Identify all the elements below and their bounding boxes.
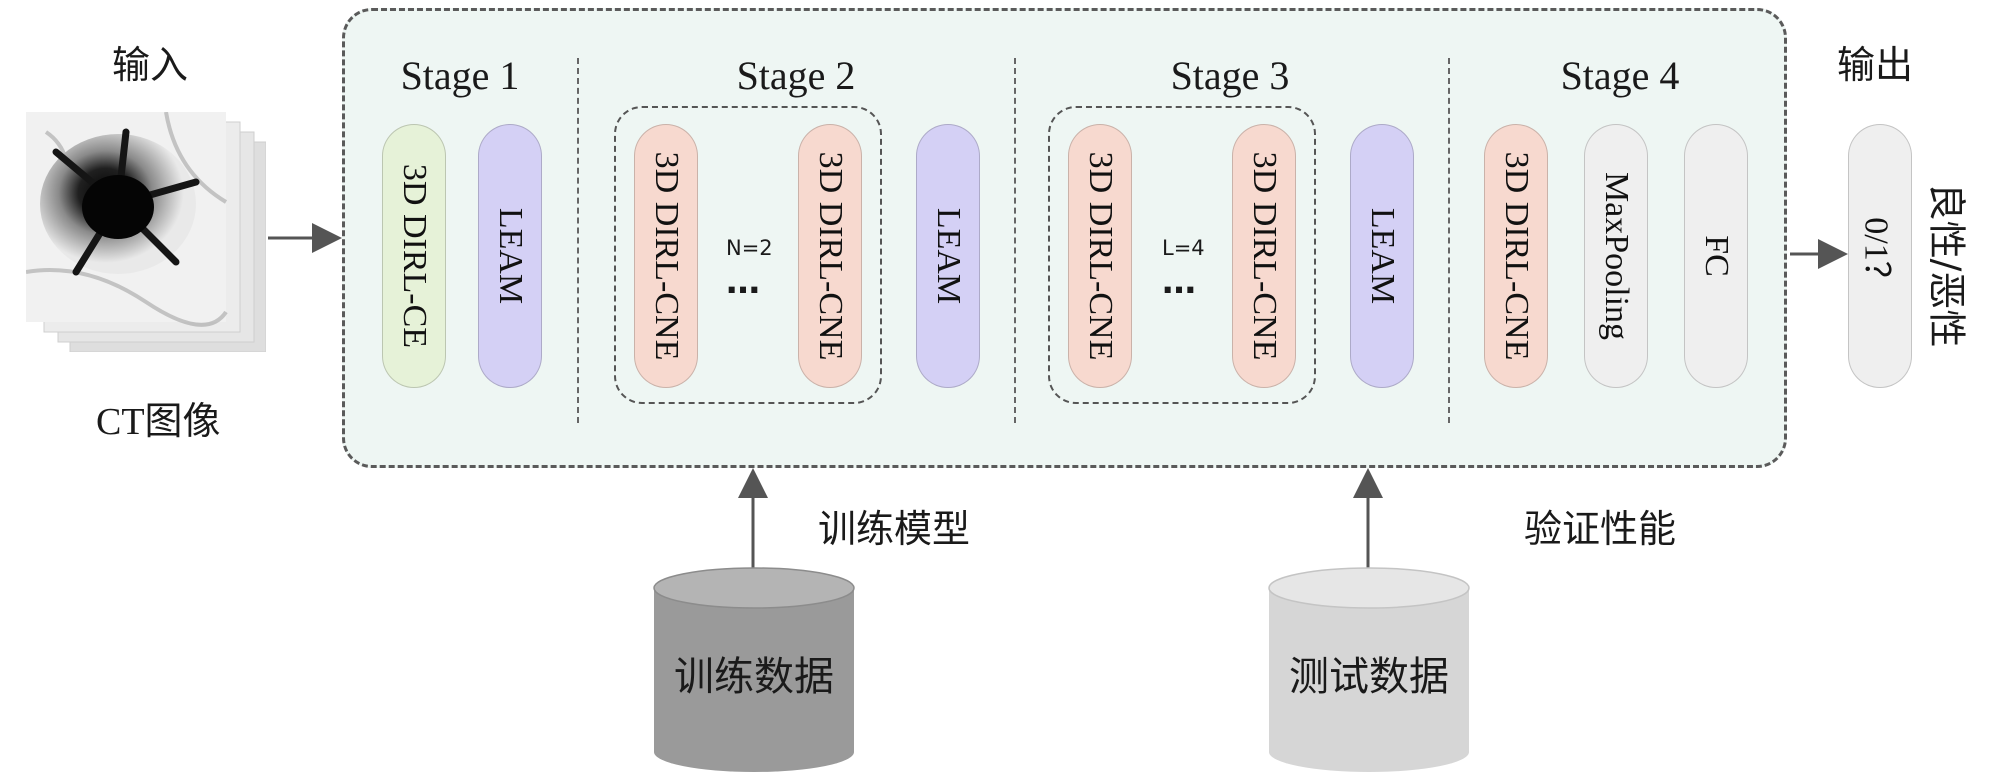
block-label: 3D DIRL-CNE [812,151,849,361]
block-label: LEAM [1364,207,1401,305]
input-title: 输入 [112,43,189,87]
training-data-cylinder [653,567,855,772]
stage-3-leam-block: LEAM [1350,124,1414,388]
stage-3-ellipsis: … [1162,262,1198,302]
test-data-label: 测试数据 [1289,654,1449,700]
block-label: 3D DIRL-CNE [1498,151,1535,361]
block-label: 3D DIRL-CNE [1082,151,1119,361]
stage-3-repeat-group [1048,106,1316,404]
stage-2-cne-block-first: 3D DIRL-CNE [634,124,698,388]
block-label: LEAM [492,207,529,305]
block-label: 3D DIRL-CNE [648,151,685,361]
stage-3-repeat-label: L=4 [1162,236,1205,260]
output-box: 0/1？ [1848,124,1912,388]
stage-2-cne-block-last: 3D DIRL-CNE [798,124,862,388]
ct-image-stack [26,112,266,352]
training-data-label: 训练数据 [674,654,834,700]
train-arrow-label: 训练模型 [818,507,971,551]
stage-2-repeat-label: N=2 [726,236,773,260]
block-label: LEAM [930,207,967,305]
stage-1-title: Stage 1 [400,53,520,98]
test-arrow-label: 验证性能 [1524,507,1677,551]
output-title: 输出 [1837,43,1914,87]
stage-divider [1448,58,1450,423]
stage-1-leam-block: LEAM [478,124,542,388]
block-label: MaxPooling [1598,171,1635,341]
test-data-cylinder [1268,567,1470,772]
stage-4-title: Stage 4 [1560,53,1680,98]
block-label: FC [1698,235,1735,277]
stage-divider [1014,58,1016,423]
stage-1-ce-block: 3D DIRL-CE [382,124,446,388]
image-caption: CT图像 [96,401,221,443]
stage-3-cne-block-last: 3D DIRL-CNE [1232,124,1296,388]
block-label: 3D DIRL-CE [396,163,433,349]
stage-2-leam-block: LEAM [916,124,980,388]
stage-2-ellipsis: … [726,262,762,302]
stage-3-title: Stage 3 [1170,53,1290,98]
stage-3-cne-block-first: 3D DIRL-CNE [1068,124,1132,388]
block-label: 3D DIRL-CNE [1246,151,1283,361]
stage-divider [577,58,579,423]
stage-4-maxpooling-block: MaxPooling [1584,124,1648,388]
stage-2-repeat-group [614,106,882,404]
stage-4-cne-block: 3D DIRL-CNE [1484,124,1548,388]
stage-4-fc-block: FC [1684,124,1748,388]
stage-2-title: Stage 2 [736,53,856,98]
